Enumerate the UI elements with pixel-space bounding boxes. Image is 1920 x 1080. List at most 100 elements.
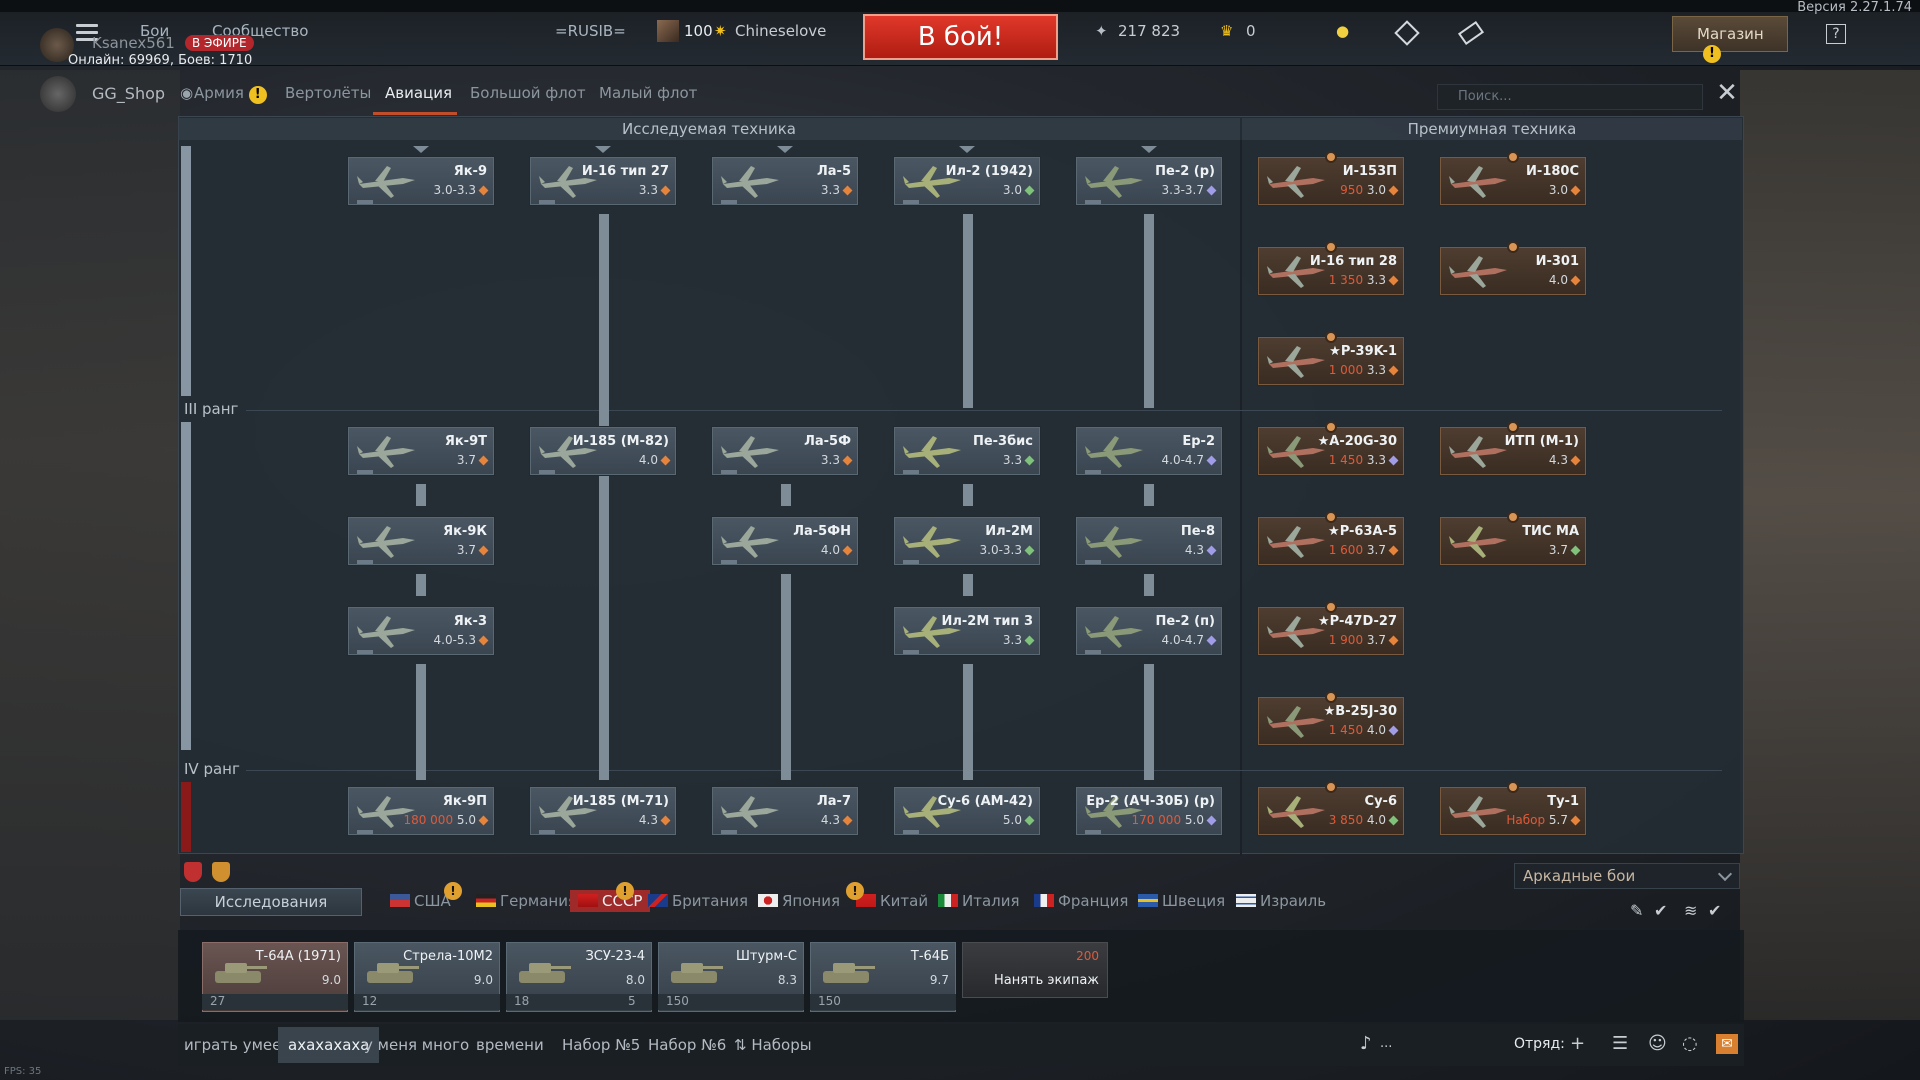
microphone-icon[interactable]: ♪	[1360, 1033, 1372, 1054]
vehicle-br-value: 4.3	[1184, 543, 1204, 557]
vehicle-card[interactable]: И-185 (М-71)4.3	[530, 787, 676, 835]
close-button[interactable]: ✕	[1716, 78, 1738, 108]
nation-tab[interactable]: Швеция	[1138, 892, 1225, 910]
nation-tab[interactable]: Франция	[1034, 892, 1128, 910]
vehicle-card[interactable]: Су-6 (АМ-42)5.0	[894, 787, 1040, 835]
help-button[interactable]: ?	[1826, 24, 1846, 44]
add-squad-icon[interactable]: +	[1570, 1033, 1586, 1054]
nation-tab[interactable]: Япония	[758, 892, 840, 910]
vehicle-card[interactable]: Пе-2 (п)4.0-4.7	[1076, 607, 1222, 655]
vehicle-card[interactable]: Ер-2 (АЧ-30Б) (р)170 000 5.0	[1076, 787, 1222, 835]
crew-icon[interactable]: ≋	[1684, 901, 1698, 920]
lightbulb-icon[interactable]: ●	[1336, 22, 1350, 40]
check-icon[interactable]: ✔	[1708, 901, 1722, 920]
search-input[interactable]: Поиск...	[1437, 84, 1703, 110]
nation-tab[interactable]: Британия	[648, 892, 748, 910]
nation-tab[interactable]: Италия	[938, 892, 1020, 910]
menu-icon[interactable]	[76, 24, 98, 42]
card-footer	[721, 200, 737, 204]
vehicle-card[interactable]: Пе-2 (р)3.3-3.7	[1076, 157, 1222, 205]
player-name[interactable]: Chineselove	[735, 22, 827, 40]
list-icon[interactable]: ☰	[1612, 1033, 1629, 1054]
contacts-icon[interactable]: ☺	[1648, 1033, 1667, 1054]
vehicle-br: 950 3.0	[1340, 183, 1399, 197]
golden-eagles-count[interactable]: 0	[1246, 22, 1256, 40]
vehicle-br: 3.3	[1003, 453, 1035, 467]
preset-tab[interactable]: Набор №5	[562, 1036, 641, 1054]
shop-button[interactable]: Магазин !	[1672, 16, 1788, 63]
preset-tab[interactable]: времени	[476, 1036, 544, 1054]
fight-button[interactable]: В бой!	[863, 14, 1058, 60]
gg-shop-label[interactable]: GG_Shop	[92, 84, 166, 103]
vehicle-name: Ту-1	[1547, 794, 1579, 809]
shield-warning-icon[interactable]	[184, 862, 202, 882]
vehicle-name: Як-9Т	[444, 434, 487, 449]
vehicle-br-value: 4.0	[638, 453, 658, 467]
tree-connector	[1144, 214, 1154, 408]
menu-battles[interactable]: Бои	[140, 22, 170, 40]
research-toggle[interactable]: Исследования	[180, 888, 362, 916]
mail-icon[interactable]: ✉	[1716, 1034, 1738, 1054]
vehicle-card[interactable]: ИТП (М-1)4.3	[1440, 427, 1586, 475]
wrench-icon[interactable]: ✎	[1630, 901, 1644, 920]
nation-tab[interactable]: Китай	[856, 892, 928, 910]
vehicle-card[interactable]: И-185 (М-82)4.0	[530, 427, 676, 475]
tab-bluewater-fleet[interactable]: Большой флот	[470, 84, 586, 102]
vehicle-br-value: 4.0	[1548, 273, 1568, 287]
tab-aviation[interactable]: Авиация	[385, 84, 453, 102]
preset-tab[interactable]: ⇅ Наборы	[734, 1036, 812, 1054]
check-icon[interactable]: ✔	[1654, 901, 1668, 920]
chat-icon[interactable]: ◌	[1682, 1033, 1698, 1054]
nation-tab[interactable]: СССР	[570, 890, 651, 912]
shield-warning-icon[interactable]	[212, 862, 230, 882]
nation-tab[interactable]: Германия	[476, 892, 577, 910]
vehicle-card[interactable]: Ил-2 (1942)3.0	[894, 157, 1040, 205]
nation-warning-icon: !	[846, 882, 864, 900]
preset-tab[interactable]: у меня много	[364, 1036, 470, 1054]
silver-lions-count[interactable]: 217 823	[1118, 22, 1181, 40]
nation-tab[interactable]: Израиль	[1236, 892, 1326, 910]
player-level: 100	[684, 22, 713, 40]
game-mode-select[interactable]: Аркадные бои	[1514, 863, 1740, 889]
player-level-icon	[657, 20, 679, 42]
tab-coastal-fleet[interactable]: Малый флот	[599, 84, 698, 102]
preset-tab[interactable]: Набор №6	[648, 1036, 727, 1054]
premium-pin-icon	[1325, 691, 1337, 703]
tab-helicopters[interactable]: Вертолёты	[285, 84, 372, 102]
hire-crew-button[interactable]: 200 Нанять экипаж	[962, 942, 1108, 998]
eye-icon[interactable]: ◉	[180, 84, 194, 102]
preset-tab[interactable]: ахахахаха	[278, 1027, 380, 1063]
nation-tab[interactable]: США	[390, 892, 451, 910]
player-avatar[interactable]	[40, 28, 74, 62]
background-right	[1740, 70, 1920, 1020]
tab-army[interactable]: Армия !	[194, 84, 267, 104]
squadron-tag[interactable]: =RUSIB=	[555, 22, 626, 40]
